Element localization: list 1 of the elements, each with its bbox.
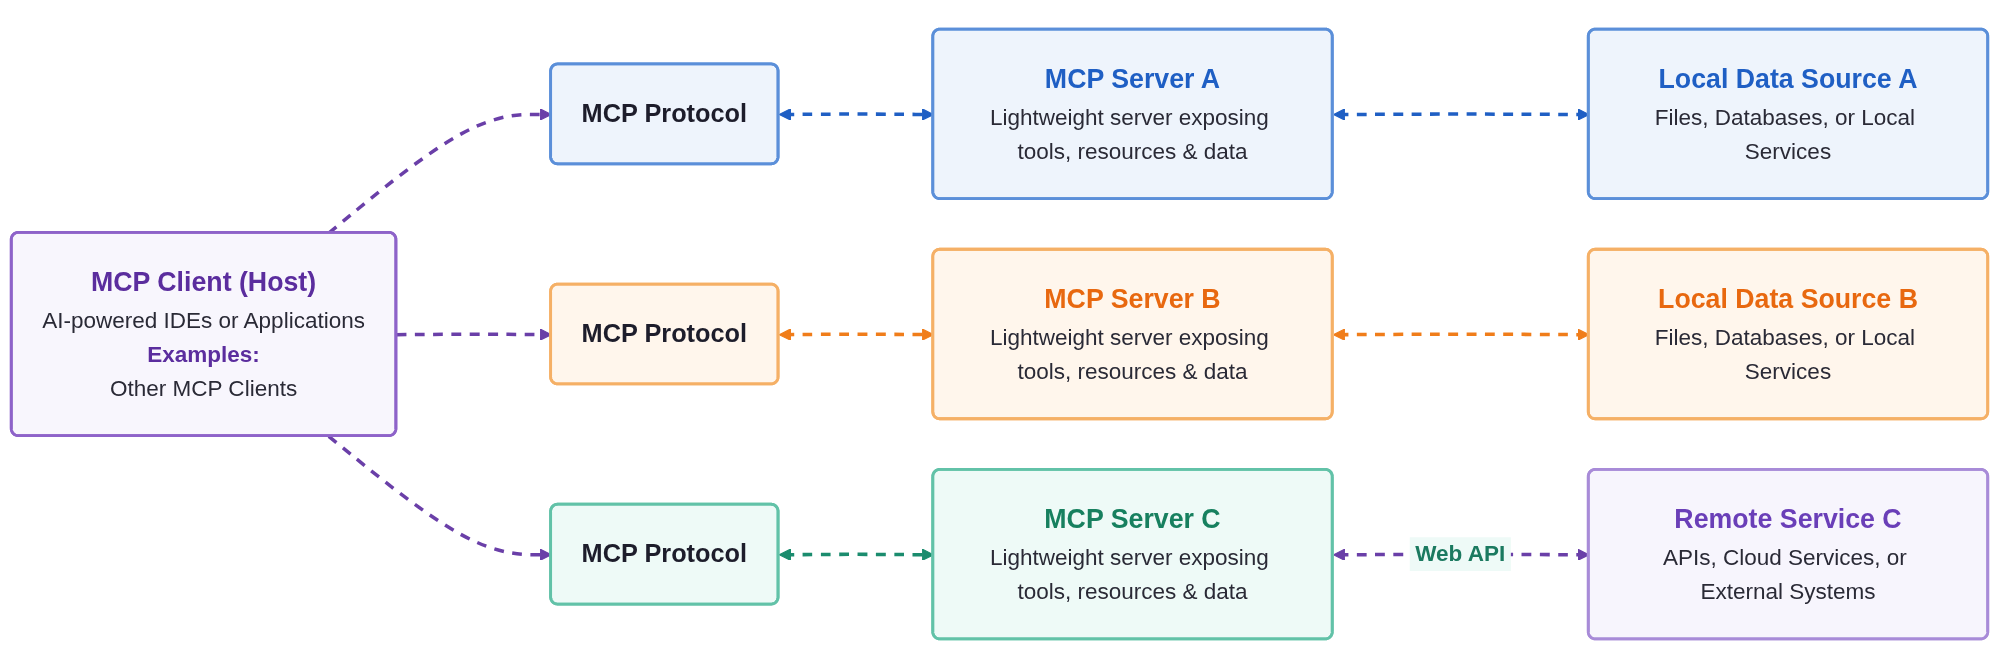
edge-label: Web API	[1415, 541, 1506, 566]
